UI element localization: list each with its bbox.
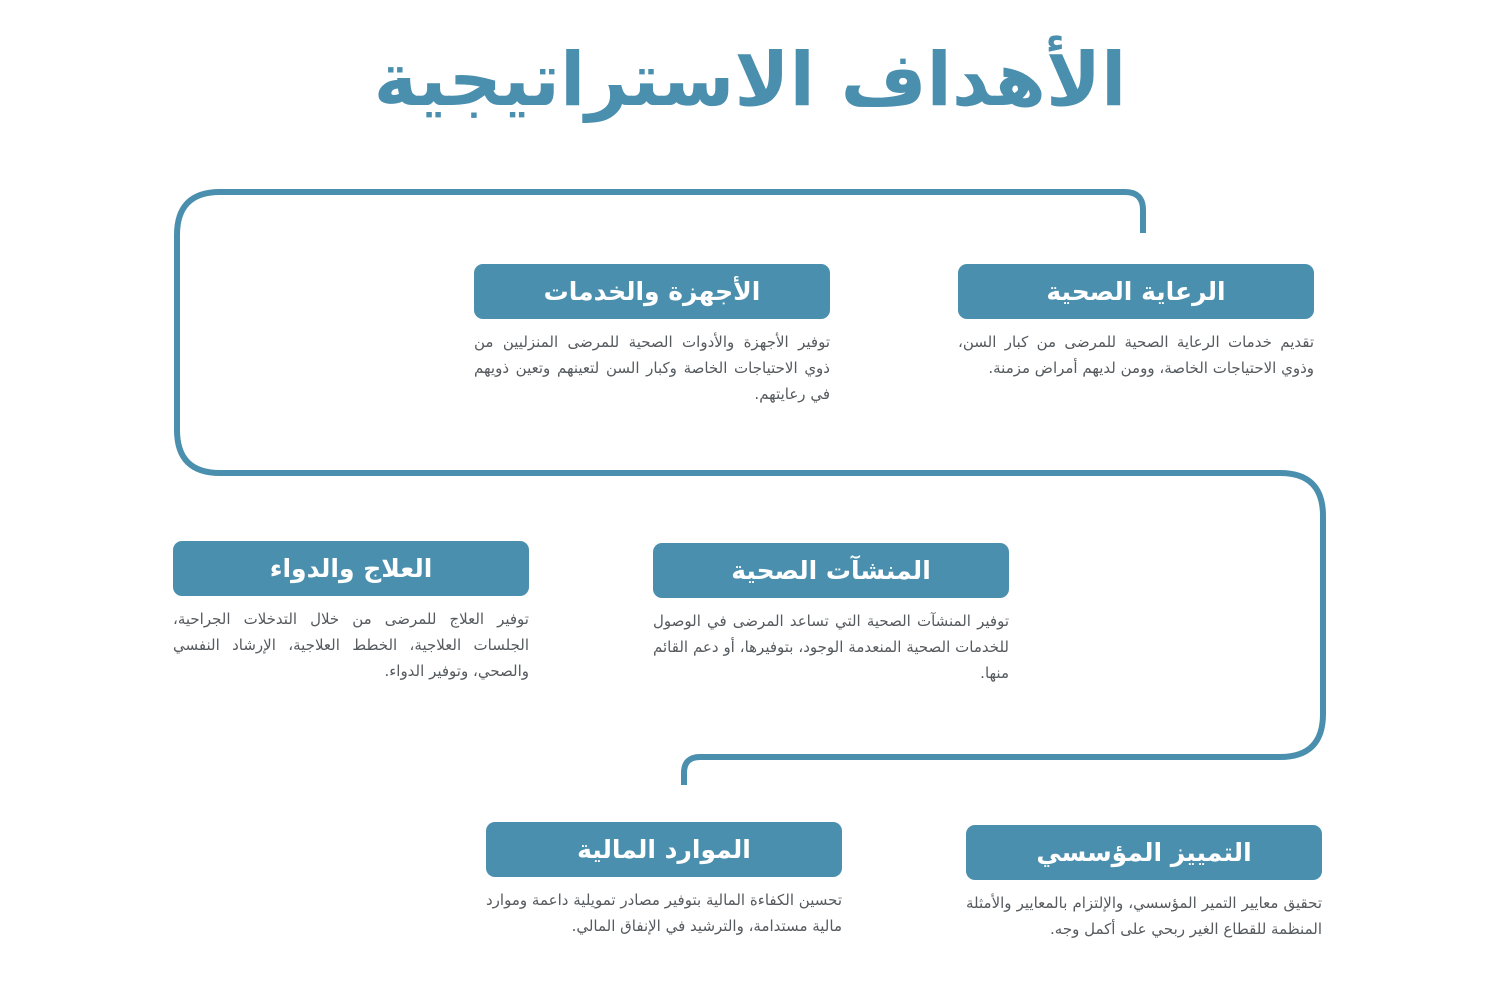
- flow-path: [174, 189, 1326, 785]
- objective-description: توفير العلاج للمرضى من خلال التدخلات الج…: [173, 610, 529, 680]
- page-title: الأهداف الاستراتيجية: [373, 37, 1127, 123]
- objective-heading: المنشآت الصحية: [653, 543, 1009, 598]
- objective-card-facilities: المنشآت الصحية توفير المنشآت الصحية التي…: [653, 543, 1009, 686]
- objective-card-finance: الموارد المالية تحسين الكفاءة المالية بت…: [486, 822, 842, 939]
- objective-heading: الموارد المالية: [486, 822, 842, 877]
- objective-description: تقديم خدمات الرعاية الصحية للمرضى من كبا…: [958, 333, 1314, 377]
- objective-heading: الرعاية الصحية: [958, 264, 1314, 319]
- objective-description: توفير الأجهزة والأدوات الصحية للمرضى الم…: [474, 333, 830, 403]
- objective-description: توفير المنشآت الصحية التي تساعد المرضى ف…: [653, 612, 1009, 682]
- objective-description: تحقيق معايير التمير المؤسسي، والإلتزام ب…: [966, 894, 1322, 938]
- objective-heading: العلاج والدواء: [173, 541, 529, 596]
- objective-card-devices: الأجهزة والخدمات توفير الأجهزة والأدوات …: [474, 264, 830, 407]
- objective-description: تحسين الكفاءة المالية بتوفير مصادر تمويل…: [486, 891, 842, 935]
- objective-card-healthcare: الرعاية الصحية تقديم خدمات الرعاية الصحي…: [958, 264, 1314, 381]
- objective-card-excellence: التمييز المؤسسي تحقيق معايير التمير المؤ…: [966, 825, 1322, 942]
- objective-heading: التمييز المؤسسي: [966, 825, 1322, 880]
- objective-card-treatment: العلاج والدواء توفير العلاج للمرضى من خل…: [173, 541, 529, 684]
- objective-heading: الأجهزة والخدمات: [474, 264, 830, 319]
